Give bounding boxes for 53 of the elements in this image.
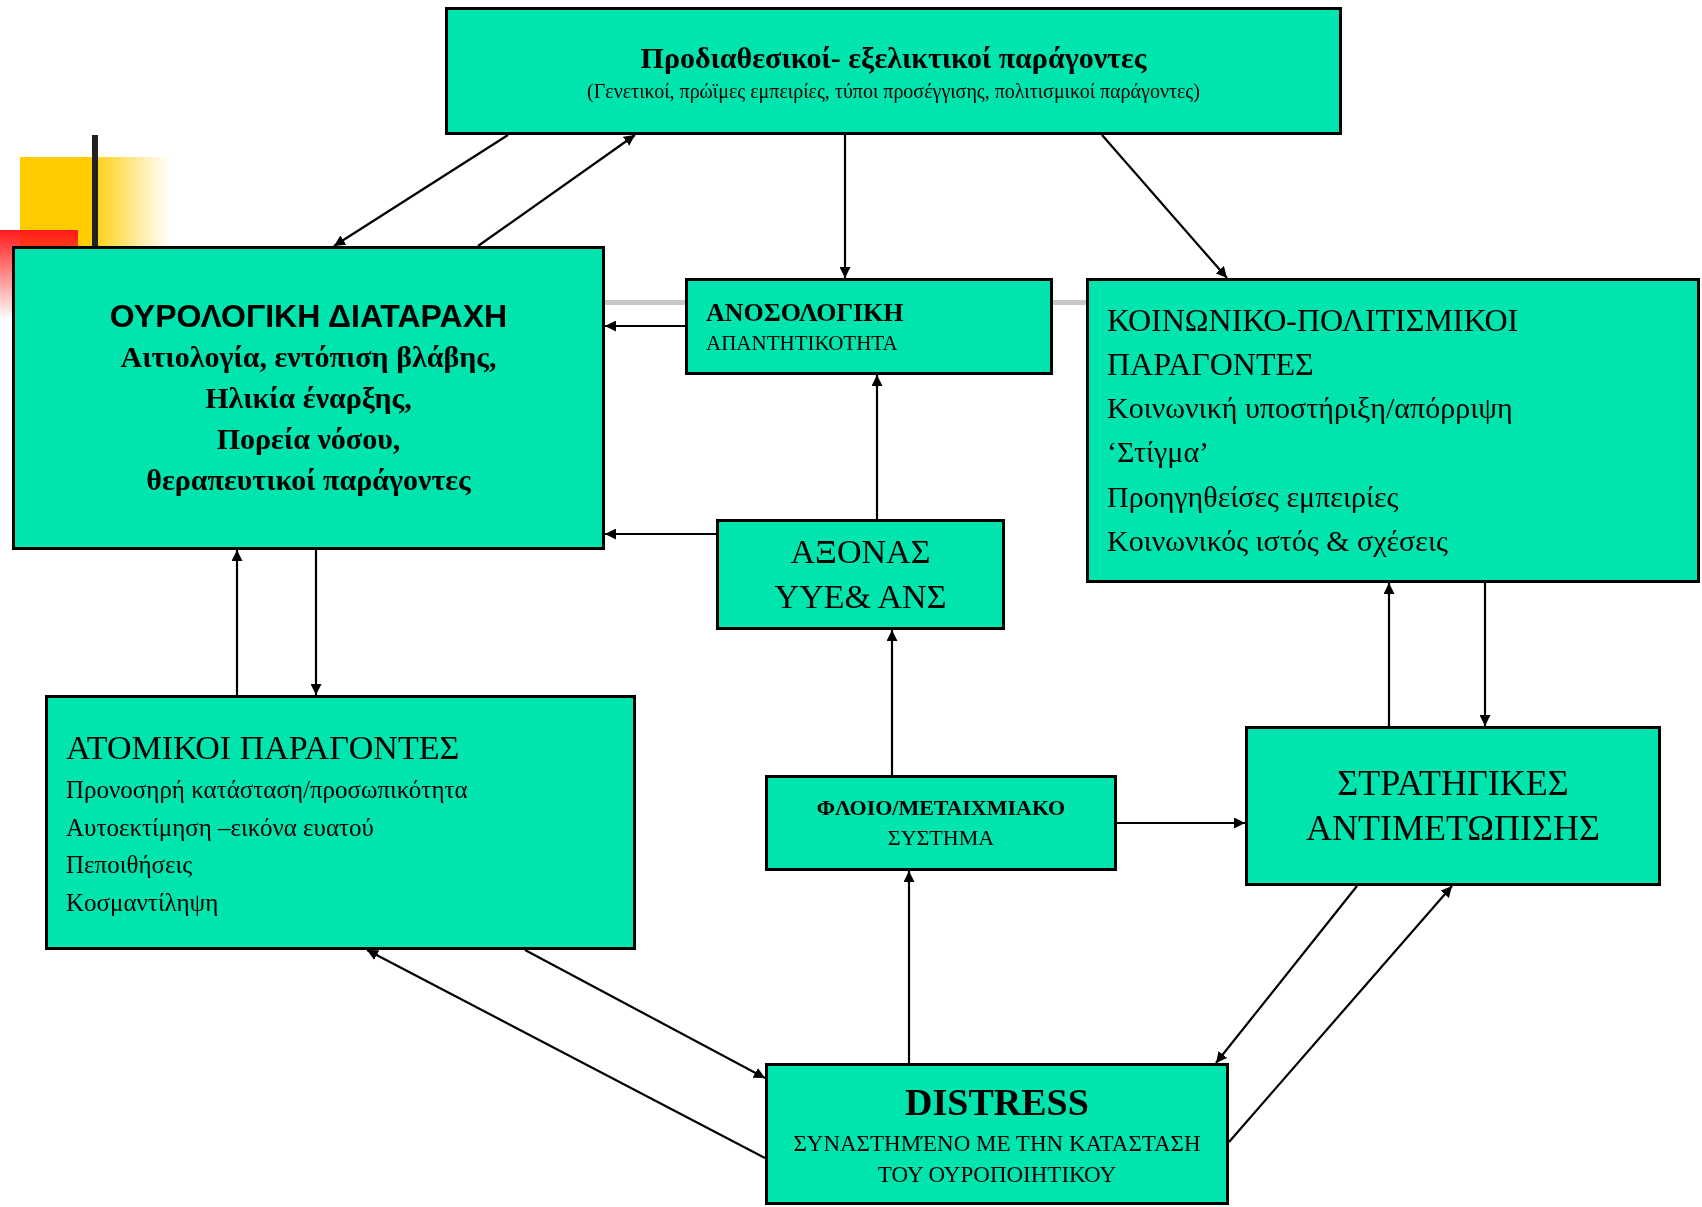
box-heading: DISTRESS [904,1080,1090,1126]
box-text: Προνοσηρή κατάσταση/προσωπικότητα [66,775,469,806]
arrow [524,949,766,1079]
box-text: Πορεία νόσου, [215,420,402,457]
box-text: Ηλικία έναρξης, [204,380,413,416]
factor-box [445,7,1342,135]
arrow [1215,885,1358,1064]
factor-box [765,775,1117,871]
arrow [1228,885,1453,1143]
arrow [605,528,716,540]
factor-box [12,246,605,550]
box-heading: ΑΤΟΜΙΚΟΙ ΠΑΡΑΓΟΝΤΕΣ [66,727,461,768]
box-text: ΥΥΕ& ΑΝΣ [773,576,948,617]
factor-box [685,278,1053,375]
arrow [903,871,915,1063]
factor-box [45,695,636,950]
arrow [333,134,509,247]
arrow [366,949,766,1159]
arrow [605,320,685,332]
arrow [839,135,851,278]
box-heading: ΣΤΡΑΤΗΓΙΚΕΣ ΑΝΤΙΜΕΤΩΠΙΣΗΣ [1305,762,1601,850]
box-text: ‘Στίγμα’ [1107,434,1211,471]
arrow [1117,817,1245,829]
factor-box [1245,726,1661,886]
arrow [477,134,636,247]
box-text: Αυτοεκτίμηση –εικόνα ευατού [66,812,375,843]
box-text: Κοσμαντίληψη [66,887,220,918]
factor-box [716,519,1005,630]
box-text: Προηγηθείσες εμπειρίες [1107,478,1400,515]
box-heading: ΦΛΟΙΟ/ΜΕΤΑΙΧΜΙΑΚΟ [815,794,1067,823]
box-text: Κοινωνική υποστήριξη/απόρριψη [1107,389,1514,426]
arrow [871,375,883,519]
box-heading: Προδιαθεσικοί- εξελικτικοί παράγοντες [639,39,1148,76]
arrow [231,550,243,695]
box-text: Αιτιολογία, εντόπιση βλάβης, [119,339,498,376]
box-text: ΑΠΑΝΤΗΤΙΚΟΤΗΤΑ [706,329,899,356]
box-text: Κοινωνικός ιστός & σχέσεις [1107,523,1449,560]
box-heading: ΑΞΟΝΑΣ [789,532,932,573]
box-heading: ΑΝΟΣΟΛΟΓΙΚΗ [706,297,905,330]
box-heading: ΟΥΡΟΛΟΓΙΚΗ ΔΙΑΤΑΡΑΧΗ [108,296,509,336]
factor-box [1086,278,1700,583]
arrow [1479,583,1491,726]
box-text: ΣΥΣΤΗΜΑ [886,824,996,853]
arrow [886,630,898,775]
box-text: (Γενετικοί, πρώϊμες εμπειρίες, τύποι προσέγγισης, πολιτισμικοί παράγοντες) [586,79,1201,105]
box-text: ΣΥΝΑΣΤΗΜΈΝΟ ΜΕ ΤΗΝ ΚΑΤΑΣΤΑΣΗ ΤΟΥ ΟΥΡΟΠΟΙΗΤΙΚΟΥ [792,1129,1202,1189]
factor-box [765,1063,1229,1205]
arrow [1101,134,1228,279]
box-text: Πεποιθήσεις [66,850,194,881]
box-heading: ΚΟΙΝΩΝΙΚΟ-ΠΟΛΙΤΙΣΜΙΚΟΙ ΠΑΡΑΓΟΝΤΕΣ [1107,300,1520,384]
arrow [310,550,322,695]
box-text: θεραπευτικοί παράγοντες [145,461,472,498]
arrow [1383,583,1395,726]
